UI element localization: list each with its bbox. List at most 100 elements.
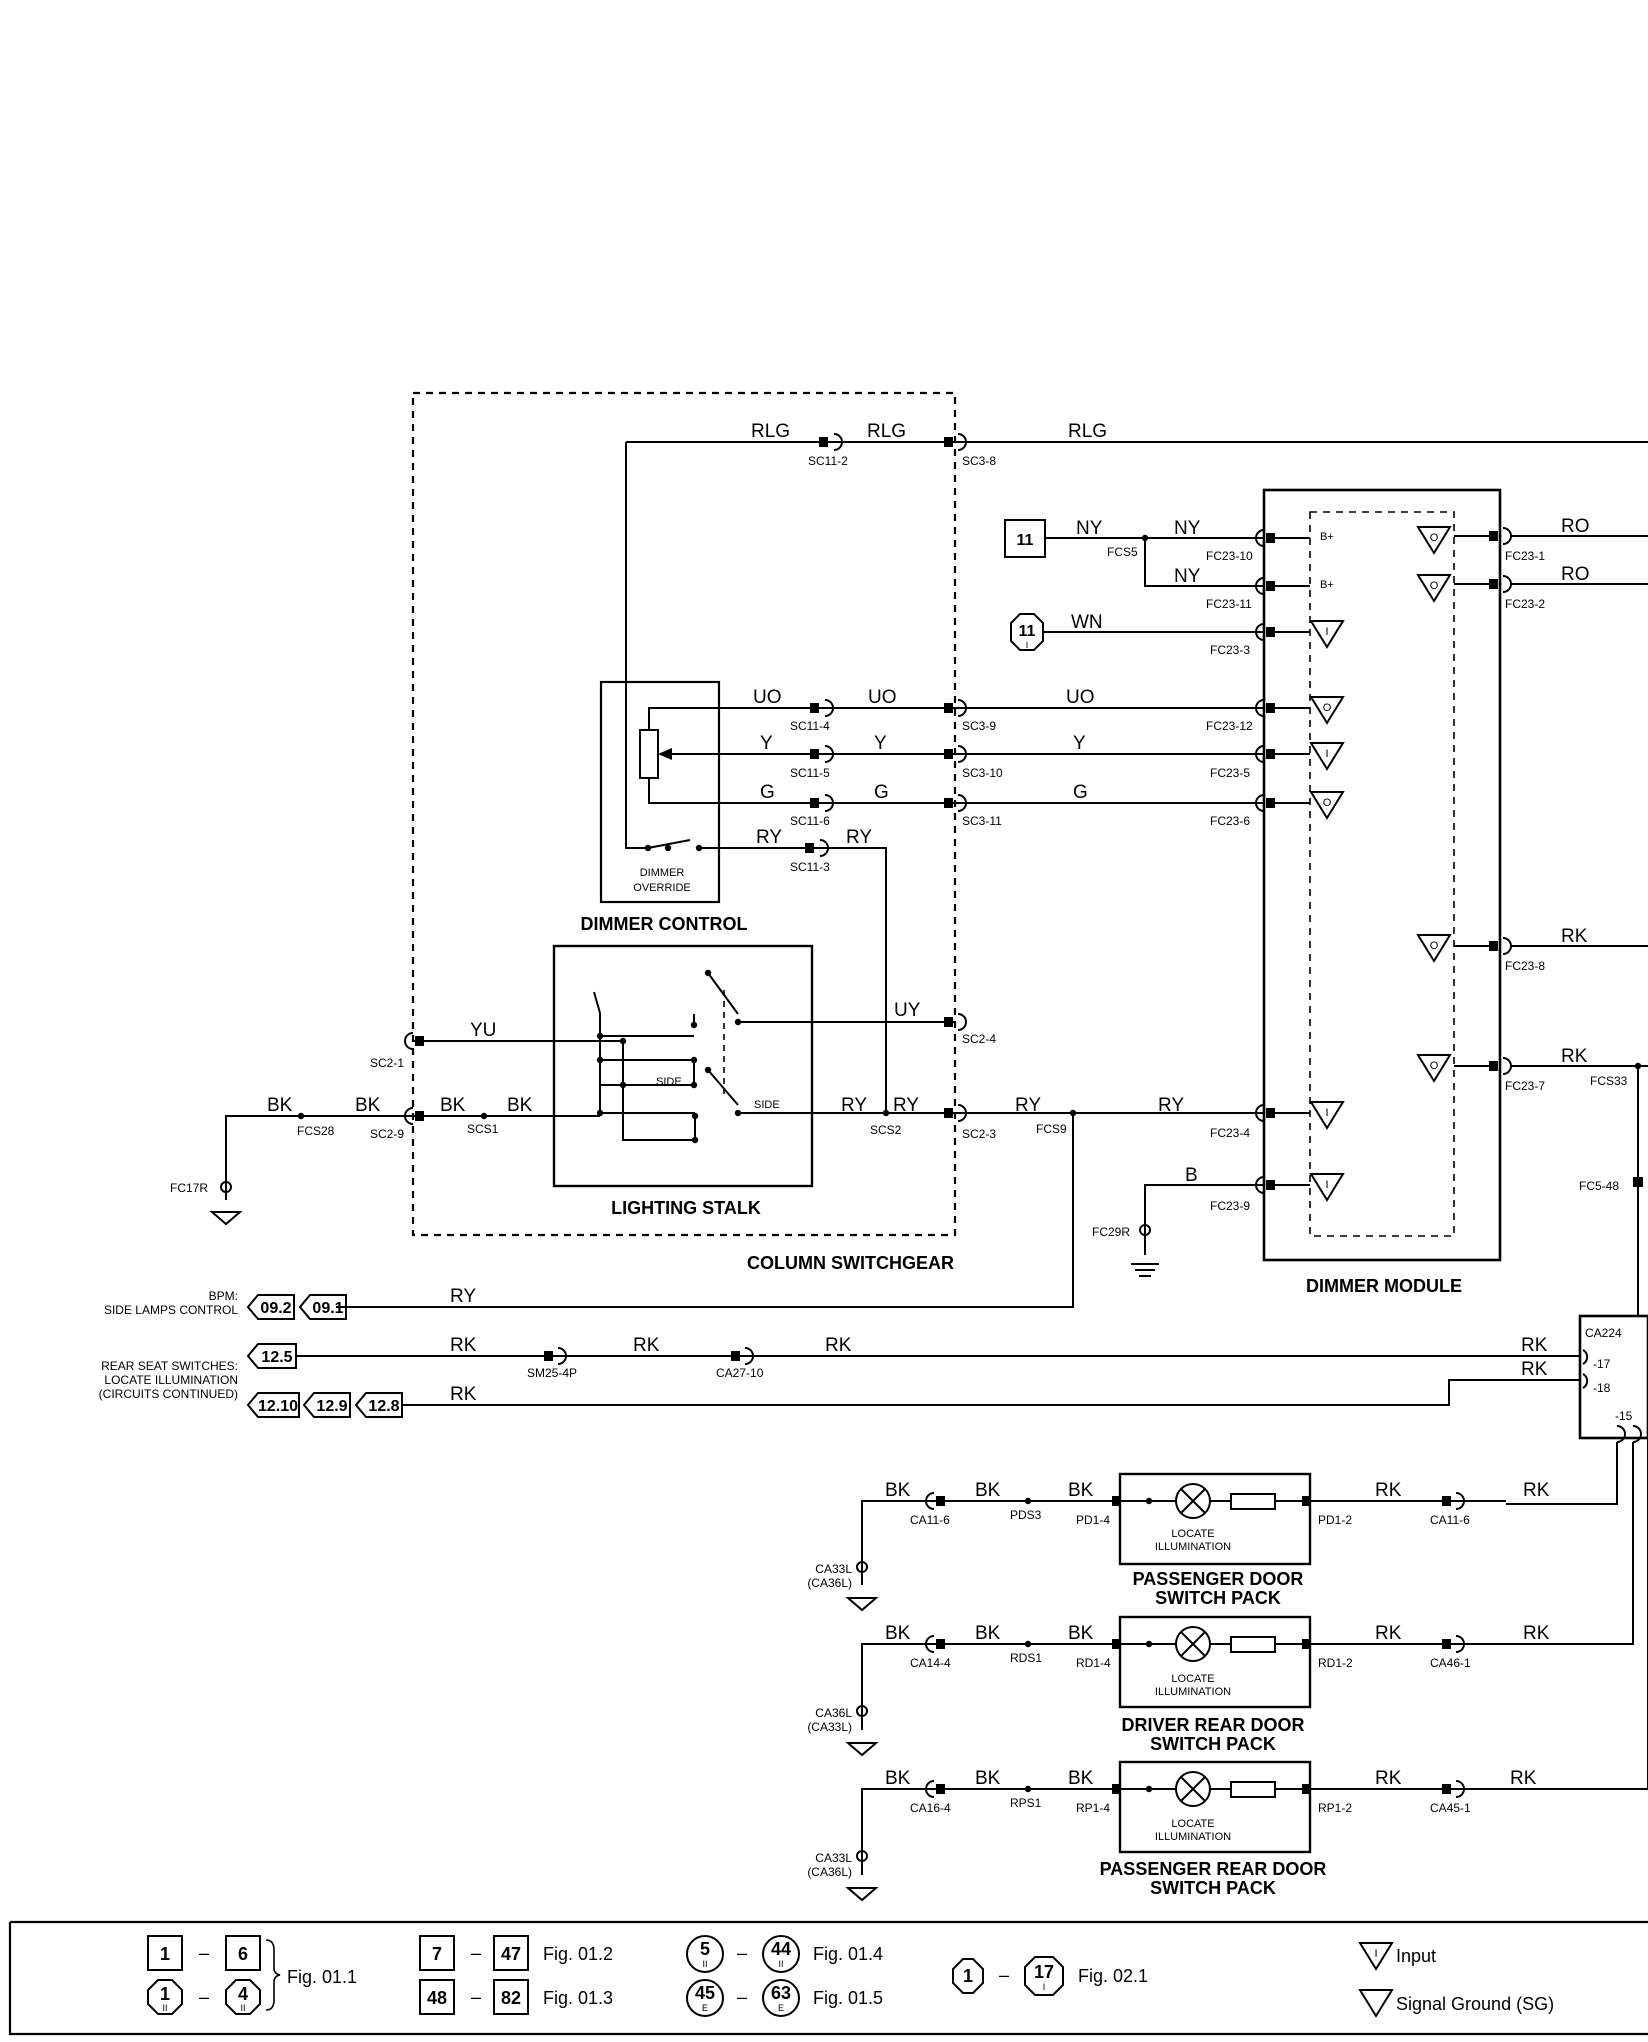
wiper-arrow (658, 748, 672, 760)
conn-sc3-11: SC3-11 (962, 814, 1002, 828)
svg-text:11: 11 (1017, 532, 1034, 549)
svg-text:RK: RK (825, 1335, 852, 1356)
wire-bk-1: BK (267, 1095, 293, 1116)
svg-text:BK: BK (1068, 1623, 1094, 1644)
svg-text:BK: BK (885, 1623, 911, 1644)
svg-text:RK: RK (1375, 1623, 1402, 1644)
svg-text:BK: BK (885, 1768, 911, 1789)
passenger-rear-door-switch-pack (1118, 1760, 1312, 1854)
svg-text:12.8: 12.8 (368, 1398, 399, 1415)
svg-text:BK: BK (885, 1480, 911, 1501)
svg-text:PASSENGER REAR DOOR: PASSENGER REAR DOOR (1100, 1859, 1327, 1879)
svg-text:RP1-2: RP1-2 (1318, 1801, 1352, 1815)
svg-text:–: – (199, 1987, 209, 2007)
svg-text:O: O (1430, 940, 1439, 952)
wire-bk-4: BK (507, 1095, 533, 1116)
svg-text:E: E (778, 2003, 784, 2013)
svg-text:-18: -18 (1593, 1381, 1611, 1395)
svg-text:I: I (1325, 1179, 1328, 1191)
svg-text:E: E (702, 2003, 708, 2013)
wire-yu: YU (470, 1020, 496, 1041)
svg-text:I: I (1325, 626, 1328, 638)
svg-text:RK: RK (1375, 1768, 1402, 1789)
wire-bk-2: BK (355, 1095, 381, 1116)
svg-text:CA11-6: CA11-6 (910, 1513, 950, 1527)
svg-text:CA16-4: CA16-4 (910, 1801, 951, 1815)
svg-text:FC23-7: FC23-7 (1505, 1079, 1545, 1093)
conn-sc2-1: SC2-1 (370, 1056, 404, 1070)
dimmer-control-title: DIMMER CONTROL (581, 914, 748, 934)
ref-tag-09-1: 09.1 (298, 1294, 347, 1320)
ref-tag-09-2: 09.2 (246, 1294, 295, 1320)
dimmer-override-label-2: OVERRIDE (633, 882, 690, 894)
svg-text:FC23-4: FC23-4 (1210, 1126, 1250, 1140)
svg-text:1: 1 (160, 1984, 170, 2004)
wire-y-2: Y (874, 733, 887, 754)
rear-seat-label-3: (CIRCUITS CONTINUED) (99, 1387, 238, 1401)
wire-ry-1: RY (841, 1095, 867, 1116)
signal-ground-icon (1358, 1989, 1394, 2018)
svg-text:Fig. 01.2: Fig. 01.2 (543, 1944, 613, 1964)
svg-text:FC23-12: FC23-12 (1206, 719, 1253, 733)
conn-sc2-9: SC2-9 (370, 1127, 404, 1141)
svg-text:RK: RK (1510, 1768, 1537, 1789)
svg-text:BK: BK (975, 1480, 1001, 1501)
svg-text:RO: RO (1561, 516, 1590, 537)
wire-g-2: G (874, 782, 889, 803)
conn-fcs9: FCS9 (1036, 1122, 1067, 1136)
svg-text:Fig. 01.4: Fig. 01.4 (813, 1944, 883, 1964)
svg-text:O: O (1323, 702, 1332, 714)
svg-text:RK: RK (1523, 1623, 1550, 1644)
pin-connectors-right (1489, 527, 1512, 1075)
svg-text:LOCATE: LOCATE (1171, 1673, 1214, 1685)
svg-text:5: 5 (700, 1939, 710, 1959)
wire-g-3: G (1073, 782, 1088, 803)
svg-text:ILLUMINATION: ILLUMINATION (1155, 1831, 1231, 1843)
svg-text:RK: RK (1375, 1480, 1402, 1501)
lighting-stalk-box (552, 944, 814, 1188)
svg-text:12.10: 12.10 (258, 1398, 298, 1415)
dimmer-override-label-1: DIMMER (640, 867, 685, 879)
svg-text:09.1: 09.1 (312, 1300, 343, 1317)
potentiometer (639, 729, 659, 779)
svg-text:CA27-10: CA27-10 (716, 1366, 764, 1380)
svg-text:1: 1 (160, 1944, 170, 1964)
svg-text:II: II (702, 1959, 707, 1969)
conn-sc3-8: SC3-8 (962, 454, 996, 468)
conn-sc11-6: SC11-6 (790, 814, 830, 828)
svg-text:45: 45 (695, 1983, 715, 2003)
svg-text:Input: Input (1396, 1946, 1436, 1966)
svg-text:O: O (1323, 797, 1332, 809)
wire-uy: UY (894, 1000, 921, 1021)
conn-sc11-5: SC11-5 (790, 766, 830, 780)
svg-text:BK: BK (1068, 1480, 1094, 1501)
svg-text:-17: -17 (1593, 1357, 1611, 1371)
svg-text:CA45-1: CA45-1 (1430, 1801, 1471, 1815)
conn-sc2-4: SC2-4 (962, 1032, 996, 1046)
svg-text:DRIVER REAR DOOR: DRIVER REAR DOOR (1121, 1715, 1304, 1735)
svg-text:CA224: CA224 (1585, 1326, 1622, 1340)
conn-sc11-3: SC11-3 (790, 860, 830, 874)
svg-text:RK: RK (1521, 1335, 1548, 1356)
svg-text:RK: RK (1561, 1046, 1588, 1067)
svg-text:SM25-4P: SM25-4P (527, 1366, 577, 1380)
svg-text:FC23-10: FC23-10 (1206, 549, 1253, 563)
svg-text:PDS3: PDS3 (1010, 1508, 1042, 1522)
conn-sc3-10: SC3-10 (962, 766, 1003, 780)
svg-text:FC23-2: FC23-2 (1505, 597, 1545, 611)
column-switchgear-boundary (411, 391, 957, 1237)
svg-text:CA33L: CA33L (815, 1851, 852, 1865)
wire-ry-4: RY (1158, 1095, 1184, 1116)
svg-text:BK: BK (1068, 1768, 1094, 1789)
svg-text:–: – (471, 1987, 481, 2007)
svg-text:BK: BK (975, 1623, 1001, 1644)
svg-text:O: O (1430, 532, 1439, 544)
svg-text:PD1-2: PD1-2 (1318, 1513, 1352, 1527)
svg-text:SWITCH PACK: SWITCH PACK (1155, 1588, 1281, 1608)
svg-text:47: 47 (501, 1944, 521, 1964)
dimmer-module-title: DIMMER MODULE (1306, 1276, 1462, 1296)
svg-text:RO: RO (1561, 564, 1590, 585)
svg-text:CA11-6: CA11-6 (1430, 1513, 1470, 1527)
svg-text:RK: RK (1521, 1359, 1548, 1380)
